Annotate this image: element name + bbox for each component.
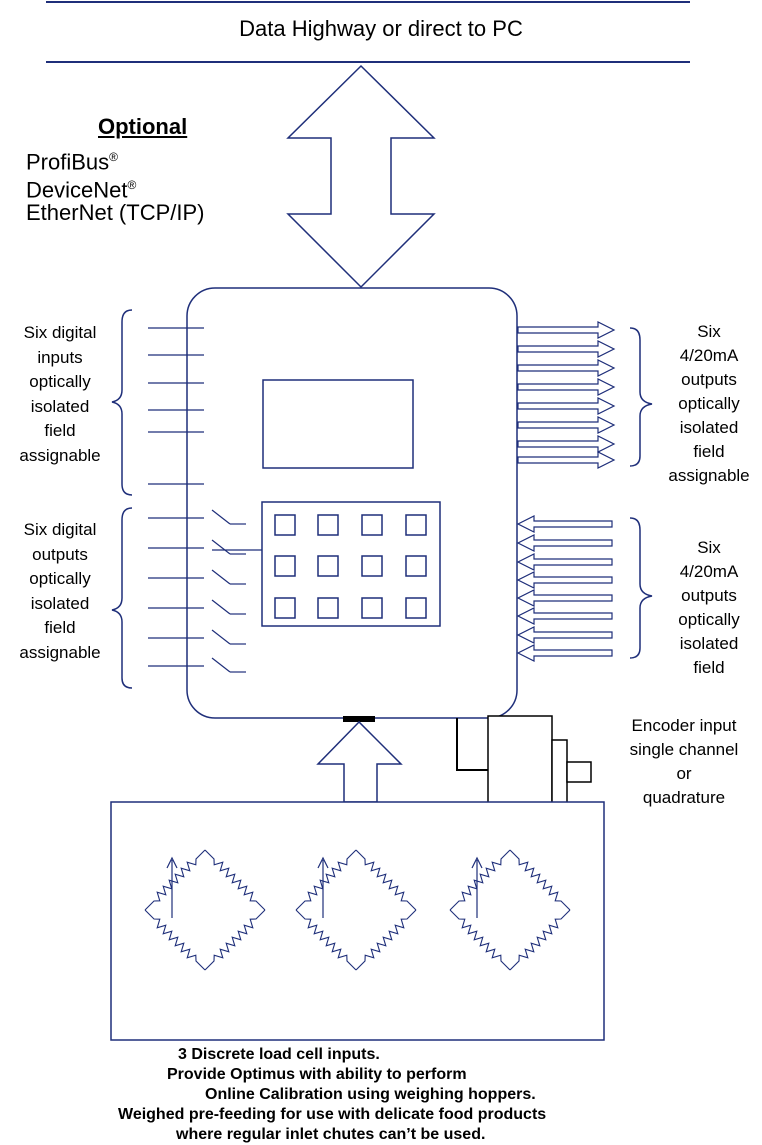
variable-arrow-head <box>471 856 483 869</box>
keypad-key <box>361 555 383 577</box>
highway-title: Data Highway or direct to PC <box>239 16 523 41</box>
keypad-key <box>317 555 339 577</box>
connector-tab <box>343 716 375 722</box>
resistor <box>204 849 266 911</box>
loadcell-caption: 3 Discrete load cell inputs. Provide Opt… <box>0 1045 762 1143</box>
resistor <box>509 909 571 971</box>
keypad-key <box>405 514 427 536</box>
keypad-key <box>405 597 427 619</box>
analog-outputs-brace <box>629 327 653 467</box>
switch-blade <box>211 629 231 645</box>
keypad-key <box>274 514 296 536</box>
analog-input-arrow <box>516 534 613 552</box>
analog-input-arrow <box>516 589 613 607</box>
analog-input-arrow <box>516 553 613 571</box>
switch-blade <box>211 569 231 585</box>
switch-blade <box>211 539 231 555</box>
loadcell-up-arrow <box>316 720 403 803</box>
analog-output-arrow <box>517 397 616 415</box>
analog-input-arrows <box>516 515 613 662</box>
resistor <box>449 909 511 971</box>
keypad-key <box>361 514 383 536</box>
analog-output-arrows <box>517 321 616 469</box>
resistor <box>144 849 206 911</box>
inputs-brace <box>111 309 133 496</box>
digital-input-lines <box>148 327 204 485</box>
output-switches <box>211 509 246 673</box>
keypad-key <box>274 597 296 619</box>
resistor <box>509 849 571 911</box>
analog-input-arrow <box>516 644 613 662</box>
resistor <box>449 849 511 911</box>
analog-input-arrow <box>516 607 613 625</box>
digital-output-lines <box>148 517 204 667</box>
optional-item-profibus: ProfiBus® <box>26 149 118 175</box>
switch-blade <box>211 599 231 615</box>
caption-line-5: where regular inlet chutes can’t be used… <box>176 1126 486 1143</box>
resistor <box>295 909 357 971</box>
optional-item-ethernet: EtherNet (TCP/IP) <box>26 200 205 225</box>
encoder-wire <box>456 718 488 771</box>
resistor <box>204 909 266 971</box>
analog-output-arrow <box>517 435 616 453</box>
analog-output-arrow <box>517 359 616 377</box>
keypad-key <box>317 514 339 536</box>
resistor <box>295 849 357 911</box>
resistor <box>355 849 417 911</box>
analog-input-arrow <box>516 515 613 533</box>
switch-blade <box>211 509 231 525</box>
analog-inputs-brace <box>629 517 653 659</box>
resistor <box>144 909 206 971</box>
keypad-key <box>317 597 339 619</box>
analog-output-arrow <box>517 451 616 469</box>
variable-arrow-head <box>166 856 178 869</box>
display-screen <box>262 379 414 469</box>
analog-input-arrow <box>516 571 613 589</box>
caption-line-3: Online Calibration using weighing hopper… <box>205 1086 536 1103</box>
analog-output-arrow <box>517 340 616 358</box>
keypad-key <box>405 555 427 577</box>
analog-output-arrow <box>517 378 616 396</box>
optional-heading: Optional <box>98 114 188 139</box>
optional-item-devicenet: DeviceNet® <box>26 177 137 203</box>
encoder-flange <box>551 739 568 811</box>
network-double-arrow <box>286 64 436 289</box>
switch-blade <box>211 657 231 673</box>
keypad-key <box>274 555 296 577</box>
caption-line-1: 3 Discrete load cell inputs. <box>178 1046 380 1063</box>
encoder-shaft <box>566 761 592 783</box>
keypad-keys <box>274 514 427 619</box>
caption-line-4: Weighed pre-feeding for use with delicat… <box>118 1106 547 1123</box>
resistor <box>355 909 417 971</box>
loadcell-bridges <box>144 849 571 971</box>
analog-input-arrow <box>516 626 613 644</box>
outputs-brace <box>111 507 133 689</box>
loadcell-box <box>110 801 605 1041</box>
analog-output-arrow <box>517 321 616 339</box>
analog-output-arrow <box>517 416 616 434</box>
keypad-key <box>361 597 383 619</box>
caption-line-2: Provide Optimus with ability to perform <box>167 1066 467 1083</box>
variable-arrow-head <box>317 856 329 869</box>
